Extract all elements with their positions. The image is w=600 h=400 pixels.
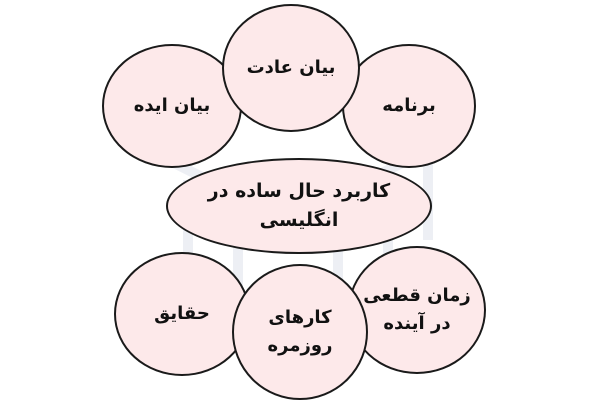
center-label: کاربرد حال ساده در انگلیسی [207, 179, 391, 231]
use-label-program: برنامه [382, 95, 436, 117]
use-label-facts: حقایق [154, 303, 210, 325]
use-bubble-program: برنامه [342, 44, 476, 168]
use-bubble-future: زمان قطعی در آینده [348, 246, 486, 374]
use-bubble-facts: حقایق [114, 252, 250, 376]
use-bubble-habit: بیان عادت [222, 4, 360, 132]
use-label-habit: بیان عادت [246, 57, 336, 79]
use-label-future: زمان قطعی در آینده [363, 282, 471, 338]
center-bubble: کاربرد حال ساده در انگلیسی [166, 158, 432, 254]
use-label-future-line2: در آینده [383, 313, 451, 334]
use-bubble-daily: کارهای روزمره [232, 264, 368, 400]
use-label-idea: بیان ایده [133, 95, 211, 117]
use-label-future-line1: زمان قطعی [363, 285, 471, 307]
use-label-daily: کارهای روزمره [267, 307, 333, 356]
use-bubble-idea: بیان ایده [102, 44, 242, 168]
